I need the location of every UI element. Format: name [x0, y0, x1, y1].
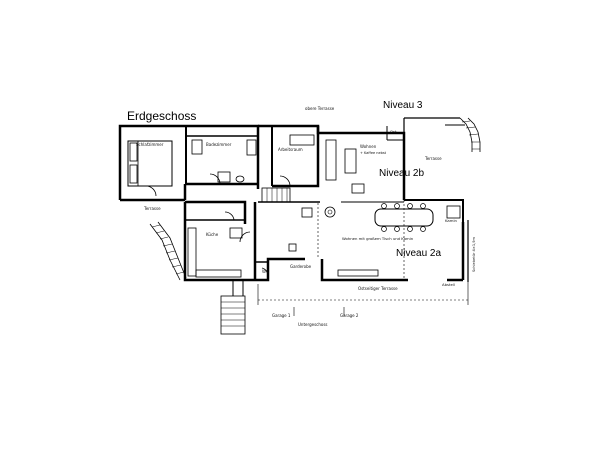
doors — [145, 173, 291, 277]
lower-terrace-outline — [257, 200, 469, 316]
area-terrasse-right: Terrasse — [424, 156, 442, 161]
room-wohnen-sub: + Kaffee nebst — [360, 151, 387, 155]
area-ost: Ost — [390, 129, 397, 134]
room-abstell: Abstell — [442, 282, 455, 287]
area-sued-terrasse: Ostseitiger Terrasse — [358, 286, 398, 291]
area-einfahrt: Untergeschoss — [298, 322, 328, 327]
area-obere-terrasse: obere Terrasse — [305, 106, 335, 111]
level-2a-label: Niveau 2a — [396, 248, 441, 259]
room-wohnen-gross: Wohnen mit großem Tisch und Kamin — [342, 236, 414, 241]
area-schiebetuer: Schiebetür 4×1,9m — [472, 236, 476, 272]
area-garage-2: Garage 2 — [340, 313, 359, 318]
area-garage-1: Garage 1 — [272, 313, 291, 318]
room-kueche: Küche — [206, 232, 219, 237]
right-terrace-stairs — [459, 117, 481, 152]
level-2b-label: Niveau 2b — [379, 168, 424, 179]
floor-title: Erdgeschoss — [127, 109, 196, 123]
room-schlafzimmer: Schlafzimmer — [136, 142, 164, 147]
room-garderobe: Garderobe — [290, 264, 312, 269]
room-arbeitsraum: Arbeitsraum — [278, 147, 303, 152]
level-3-label: Niveau 3 — [383, 100, 423, 111]
area-terrasse-left: Terrasse — [143, 206, 161, 211]
room-badezimmer: Badezimmer — [206, 142, 232, 147]
room-wc: WC — [262, 269, 269, 274]
exterior-stair — [220, 281, 246, 335]
left-terrace-stairs — [149, 221, 187, 281]
exterior-walls — [118, 117, 469, 282]
room-labels: Schlafzimmer Badezimmer Arbeitsraum Wohn… — [136, 106, 476, 327]
room-kamin: Kamin — [445, 218, 458, 223]
room-wohnen: Wohnen — [360, 144, 377, 149]
